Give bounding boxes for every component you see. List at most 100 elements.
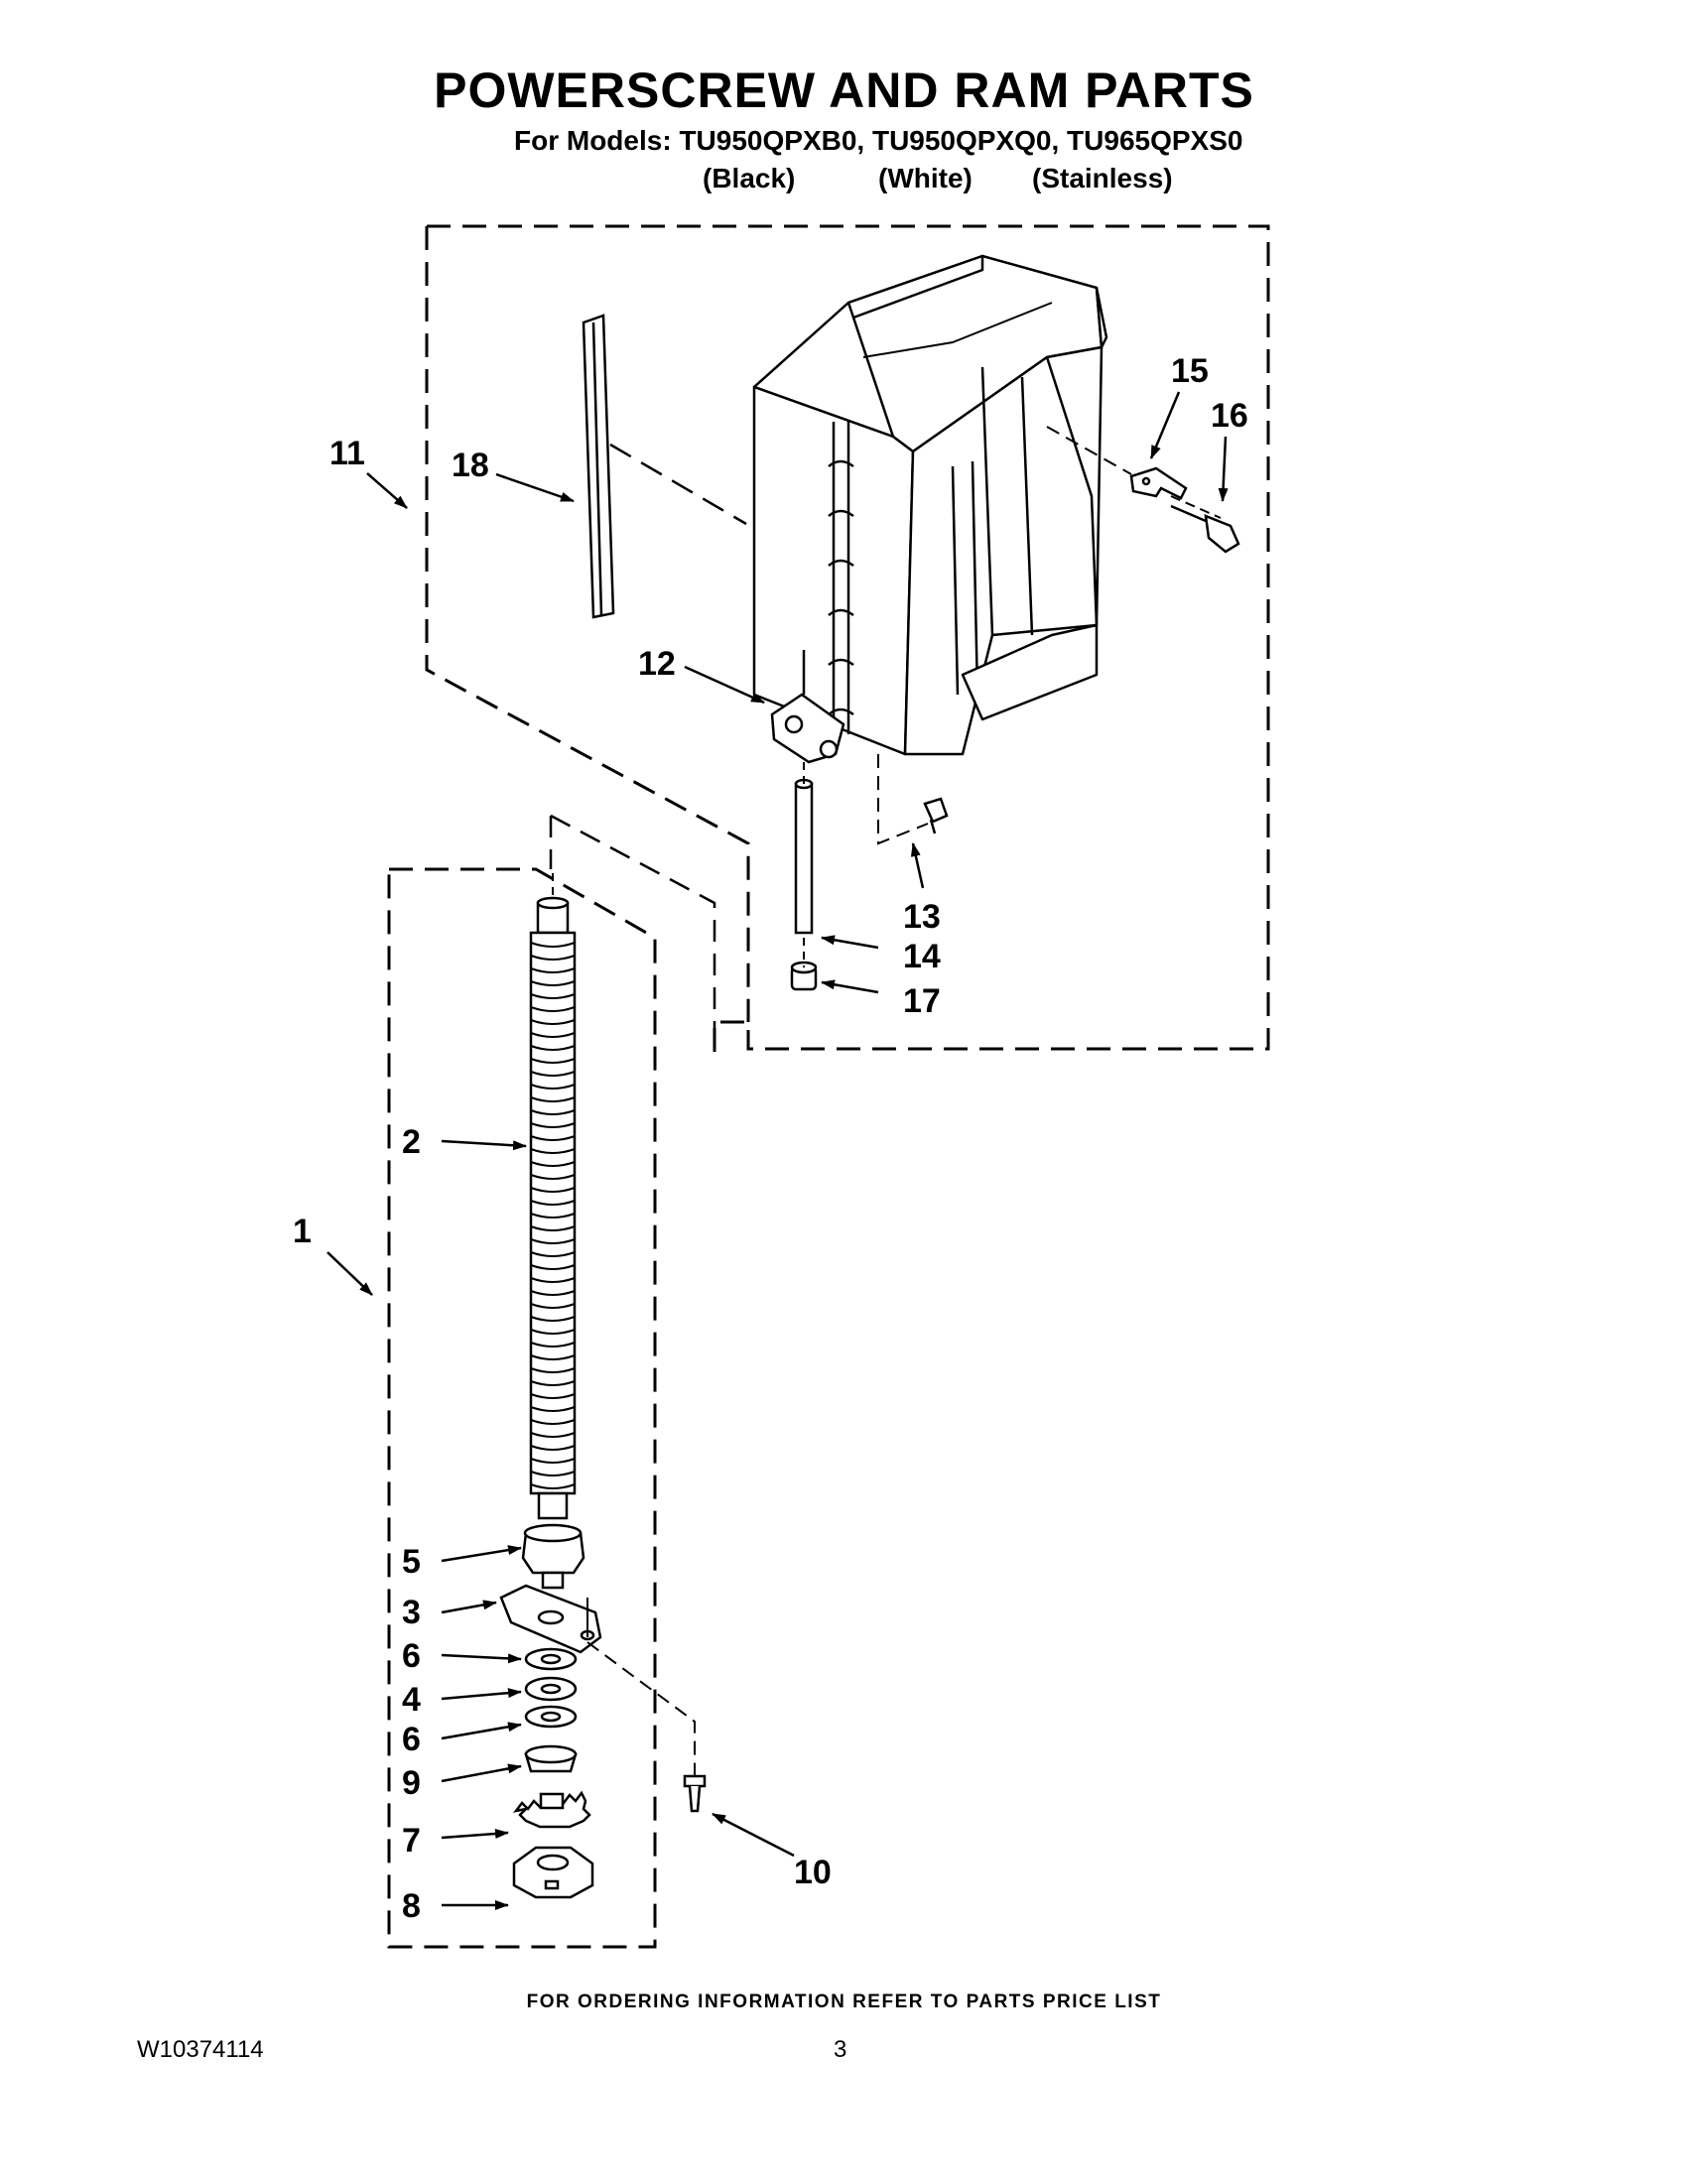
thread-ridge (530, 942, 576, 948)
thread-ridge (530, 1277, 576, 1283)
bearing (521, 1523, 585, 1590)
thread-ridge (530, 1084, 576, 1090)
thread-ridge (530, 1303, 576, 1309)
callout-6b: 6 (402, 1721, 421, 1758)
leader-5 (441, 1545, 522, 1563)
thread-ridge (530, 1045, 576, 1051)
leader-6a (441, 1653, 522, 1664)
thread-ridge (530, 1174, 576, 1180)
thread-ridge (530, 1329, 576, 1335)
ram-screw (923, 797, 949, 835)
thread-ridge (530, 1471, 576, 1477)
ram-box (752, 254, 1108, 756)
finish-white-label: (White) (878, 163, 973, 193)
thread-ridge (530, 1290, 576, 1296)
powerscrew-threads (530, 942, 576, 1489)
powerscrew (529, 896, 577, 1520)
leader-16 (1218, 436, 1229, 502)
thread-ridge (530, 1096, 576, 1102)
leader-2 (441, 1139, 527, 1151)
callout-15: 15 (1171, 352, 1209, 390)
thread-ridge (530, 1109, 576, 1115)
callout-16: 16 (1211, 397, 1248, 435)
thread-ridge (530, 1122, 576, 1128)
callout-14: 14 (903, 938, 941, 975)
leader-17 (821, 979, 879, 994)
thread-ridge (530, 1238, 576, 1244)
thread-ridge (530, 1225, 576, 1231)
finish-black-label: (Black) (703, 163, 796, 193)
thread-ridge (530, 1432, 576, 1438)
thread-ridge (530, 1342, 576, 1348)
thread-ridge (530, 1354, 576, 1360)
callout-12: 12 (638, 645, 676, 683)
screw-dash-line (1170, 495, 1222, 519)
thread-ridge (530, 967, 576, 973)
page-number: 3 (834, 2036, 847, 2063)
callout-18: 18 (452, 447, 489, 484)
thread-ridge (530, 1019, 576, 1025)
ram-guide-strip (582, 314, 615, 619)
thread-ridge (530, 1393, 576, 1399)
callout-1: 1 (293, 1213, 312, 1250)
thread-ridge (530, 1367, 576, 1373)
callout-17: 17 (903, 982, 941, 1020)
thread-ridge (530, 1135, 576, 1141)
cup-washer (524, 1744, 578, 1773)
bracket-screw (1170, 504, 1240, 554)
leader-10 (712, 1812, 795, 1858)
thread-ridge (530, 1071, 576, 1077)
ordering-info-note: FOR ORDERING INFORMATION REFER TO PARTS … (526, 1991, 1162, 2012)
thread-ridge (530, 1406, 576, 1412)
thread-ridge (530, 1187, 576, 1193)
mounting-plate (499, 1584, 602, 1654)
thread-ridge (530, 1458, 576, 1464)
leader-9 (441, 1763, 522, 1783)
models-line: For Models: TU950QPXB0, TU950QPXQ0, TU96… (514, 125, 1243, 156)
callout-6a: 6 (402, 1637, 421, 1675)
page-title: POWERSCREW AND RAM PARTS (434, 63, 1254, 118)
callout-5: 5 (402, 1543, 421, 1581)
leader-15 (1149, 391, 1181, 459)
thread-ridge (530, 1380, 576, 1386)
thread-ridge (530, 1213, 576, 1219)
leader-arrows (326, 391, 1229, 1910)
washer-upper (524, 1647, 578, 1671)
thread-ridge (530, 1264, 576, 1270)
callout-9: 9 (402, 1764, 421, 1802)
powerscrew-assembly-boundary (387, 867, 657, 1949)
sprocket (513, 1790, 591, 1829)
thread-ridge (530, 1161, 576, 1167)
hex-nut (512, 1846, 594, 1899)
thrust-bearing (524, 1676, 578, 1702)
leader-11 (366, 472, 408, 509)
leader-18 (495, 472, 575, 503)
leader-1 (326, 1251, 373, 1296)
finish-stainless-label: (Stainless) (1032, 163, 1173, 193)
leader-6b (441, 1722, 522, 1740)
ram-assembly-boundary (425, 224, 1270, 1054)
callout-13: 13 (903, 898, 941, 936)
callout-8: 8 (402, 1887, 421, 1925)
screw-13-dash-line (877, 754, 929, 845)
thread-ridge (530, 980, 576, 986)
callout-7: 7 (402, 1822, 421, 1860)
bracket-part (1129, 466, 1188, 500)
thread-ridge (530, 1148, 576, 1154)
plate-screw (683, 1774, 707, 1813)
leader-14 (821, 935, 879, 950)
callout-2: 2 (402, 1123, 421, 1161)
ram-link-bracket (770, 693, 845, 764)
leader-3 (441, 1600, 497, 1614)
thread-ridge (530, 1251, 576, 1257)
document-number: W10374114 (137, 2036, 264, 2063)
leader-4 (441, 1688, 522, 1701)
callout-4: 4 (402, 1681, 421, 1719)
bracket-dash-line (1046, 426, 1132, 475)
ram-pin (794, 778, 814, 935)
ram-rack (828, 422, 854, 734)
thread-ridge (530, 1006, 576, 1012)
callout-3: 3 (402, 1594, 421, 1631)
thread-ridge (530, 1032, 576, 1038)
